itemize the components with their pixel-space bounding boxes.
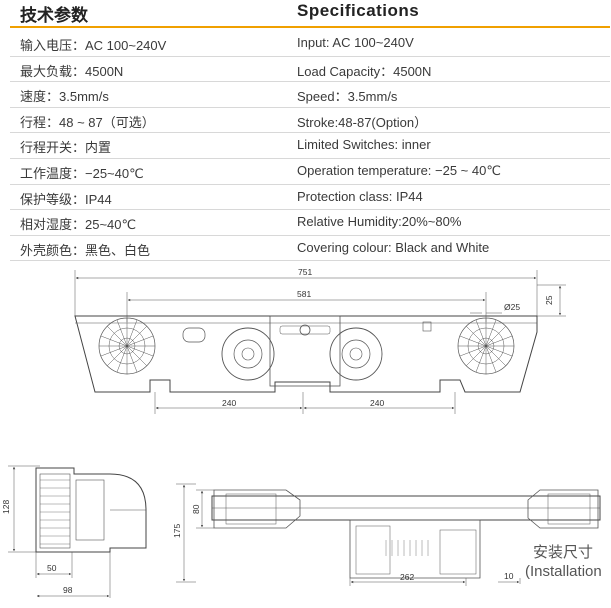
spec-row-temperature: 工作温度：−25~40℃ Operation temperature: −25 … — [10, 159, 610, 185]
spec-en: Protection class: IP44 — [297, 188, 423, 204]
dim-hole-spacing: 581 — [297, 289, 311, 299]
dim-overall-length: 751 — [298, 267, 312, 277]
spec-row-humidity: 相对湿度：25~40℃ Relative Humidity:20%~80% — [10, 210, 610, 236]
caption-en: (Installation — [525, 563, 602, 580]
side-view — [8, 465, 147, 598]
dim-side-base: 50 — [47, 563, 57, 573]
spec-header: 技术参数 Specifications — [0, 0, 611, 28]
dim-side-width: 98 — [63, 585, 73, 595]
title-cn: 技术参数 — [20, 6, 88, 25]
spec-row-input: 输入电压：AC 100~240V Input: AC 100~240V — [10, 31, 610, 57]
installation-drawing: 751 581 Ø25 25 240 240 128 50 9 — [1, 267, 601, 598]
spec-cn: 行程：48 ~ 87（可选） — [20, 114, 155, 130]
spec-row-speed: 速度：3.5mm/s Speed：3.5mm/s — [10, 82, 610, 108]
spec-cn: 外壳颜色：黑色、白色 — [20, 242, 151, 258]
dim-side-height: 128 — [1, 500, 11, 514]
front-view — [176, 483, 601, 586]
dim-front-inner-height: 80 — [191, 504, 201, 514]
spec-en: Input: AC 100~240V — [297, 35, 414, 50]
dim-right-offset: 240 — [370, 398, 384, 408]
spec-row-switches: 行程开关：内置 Limited Switches: inner — [10, 133, 610, 159]
top-view — [74, 270, 566, 414]
header-underline — [10, 26, 610, 28]
spec-table: 输入电压：AC 100~240V Input: AC 100~240V 最大负载… — [10, 31, 610, 262]
dim-hole-diameter: Ø25 — [504, 302, 520, 312]
dim-front-edge: 10 — [504, 571, 514, 581]
spec-row-load: 最大负载：4500N Load Capacity：4500N — [10, 57, 610, 83]
spec-en: Limited Switches: inner — [297, 137, 431, 153]
spec-row-colour: 外壳颜色：黑色、白色 Covering colour: Black and Wh… — [10, 236, 610, 262]
caption-cn: 安装尺寸 — [533, 544, 594, 561]
spec-en: Load Capacity：4500N — [297, 63, 432, 79]
spec-cn: 相对湿度：25~40℃ — [20, 217, 137, 233]
spec-row-stroke: 行程：48 ~ 87（可选） Stroke:48-87(Option） — [10, 108, 610, 134]
spec-cn: 输入电压：AC 100~240V — [20, 38, 167, 53]
spec-row-protection: 保护等级：IP44 Protection class: IP44 — [10, 185, 610, 211]
spec-en: Covering colour: Black and White — [297, 239, 490, 255]
title-en: Specifications — [297, 1, 420, 20]
spec-cn: 行程开关：内置 — [20, 140, 112, 156]
spec-en: Stroke:48-87(Option） — [297, 114, 428, 130]
dim-front-offset: 262 — [400, 572, 414, 582]
spec-en: Relative Humidity:20%~80% — [297, 214, 462, 230]
dim-mount-height: 25 — [544, 295, 554, 305]
spec-cn: 保护等级：IP44 — [20, 191, 112, 207]
spec-en: Speed：3.5mm/s — [297, 89, 398, 105]
spec-cn: 工作温度：−25~40℃ — [20, 165, 144, 181]
spec-cn: 速度：3.5mm/s — [20, 89, 109, 105]
spec-cn: 最大负载：4500N — [20, 63, 124, 79]
spec-en: Operation temperature: −25 ~ 40℃ — [297, 162, 501, 178]
dim-left-offset: 240 — [222, 398, 236, 408]
dim-front-height: 175 — [172, 524, 182, 538]
